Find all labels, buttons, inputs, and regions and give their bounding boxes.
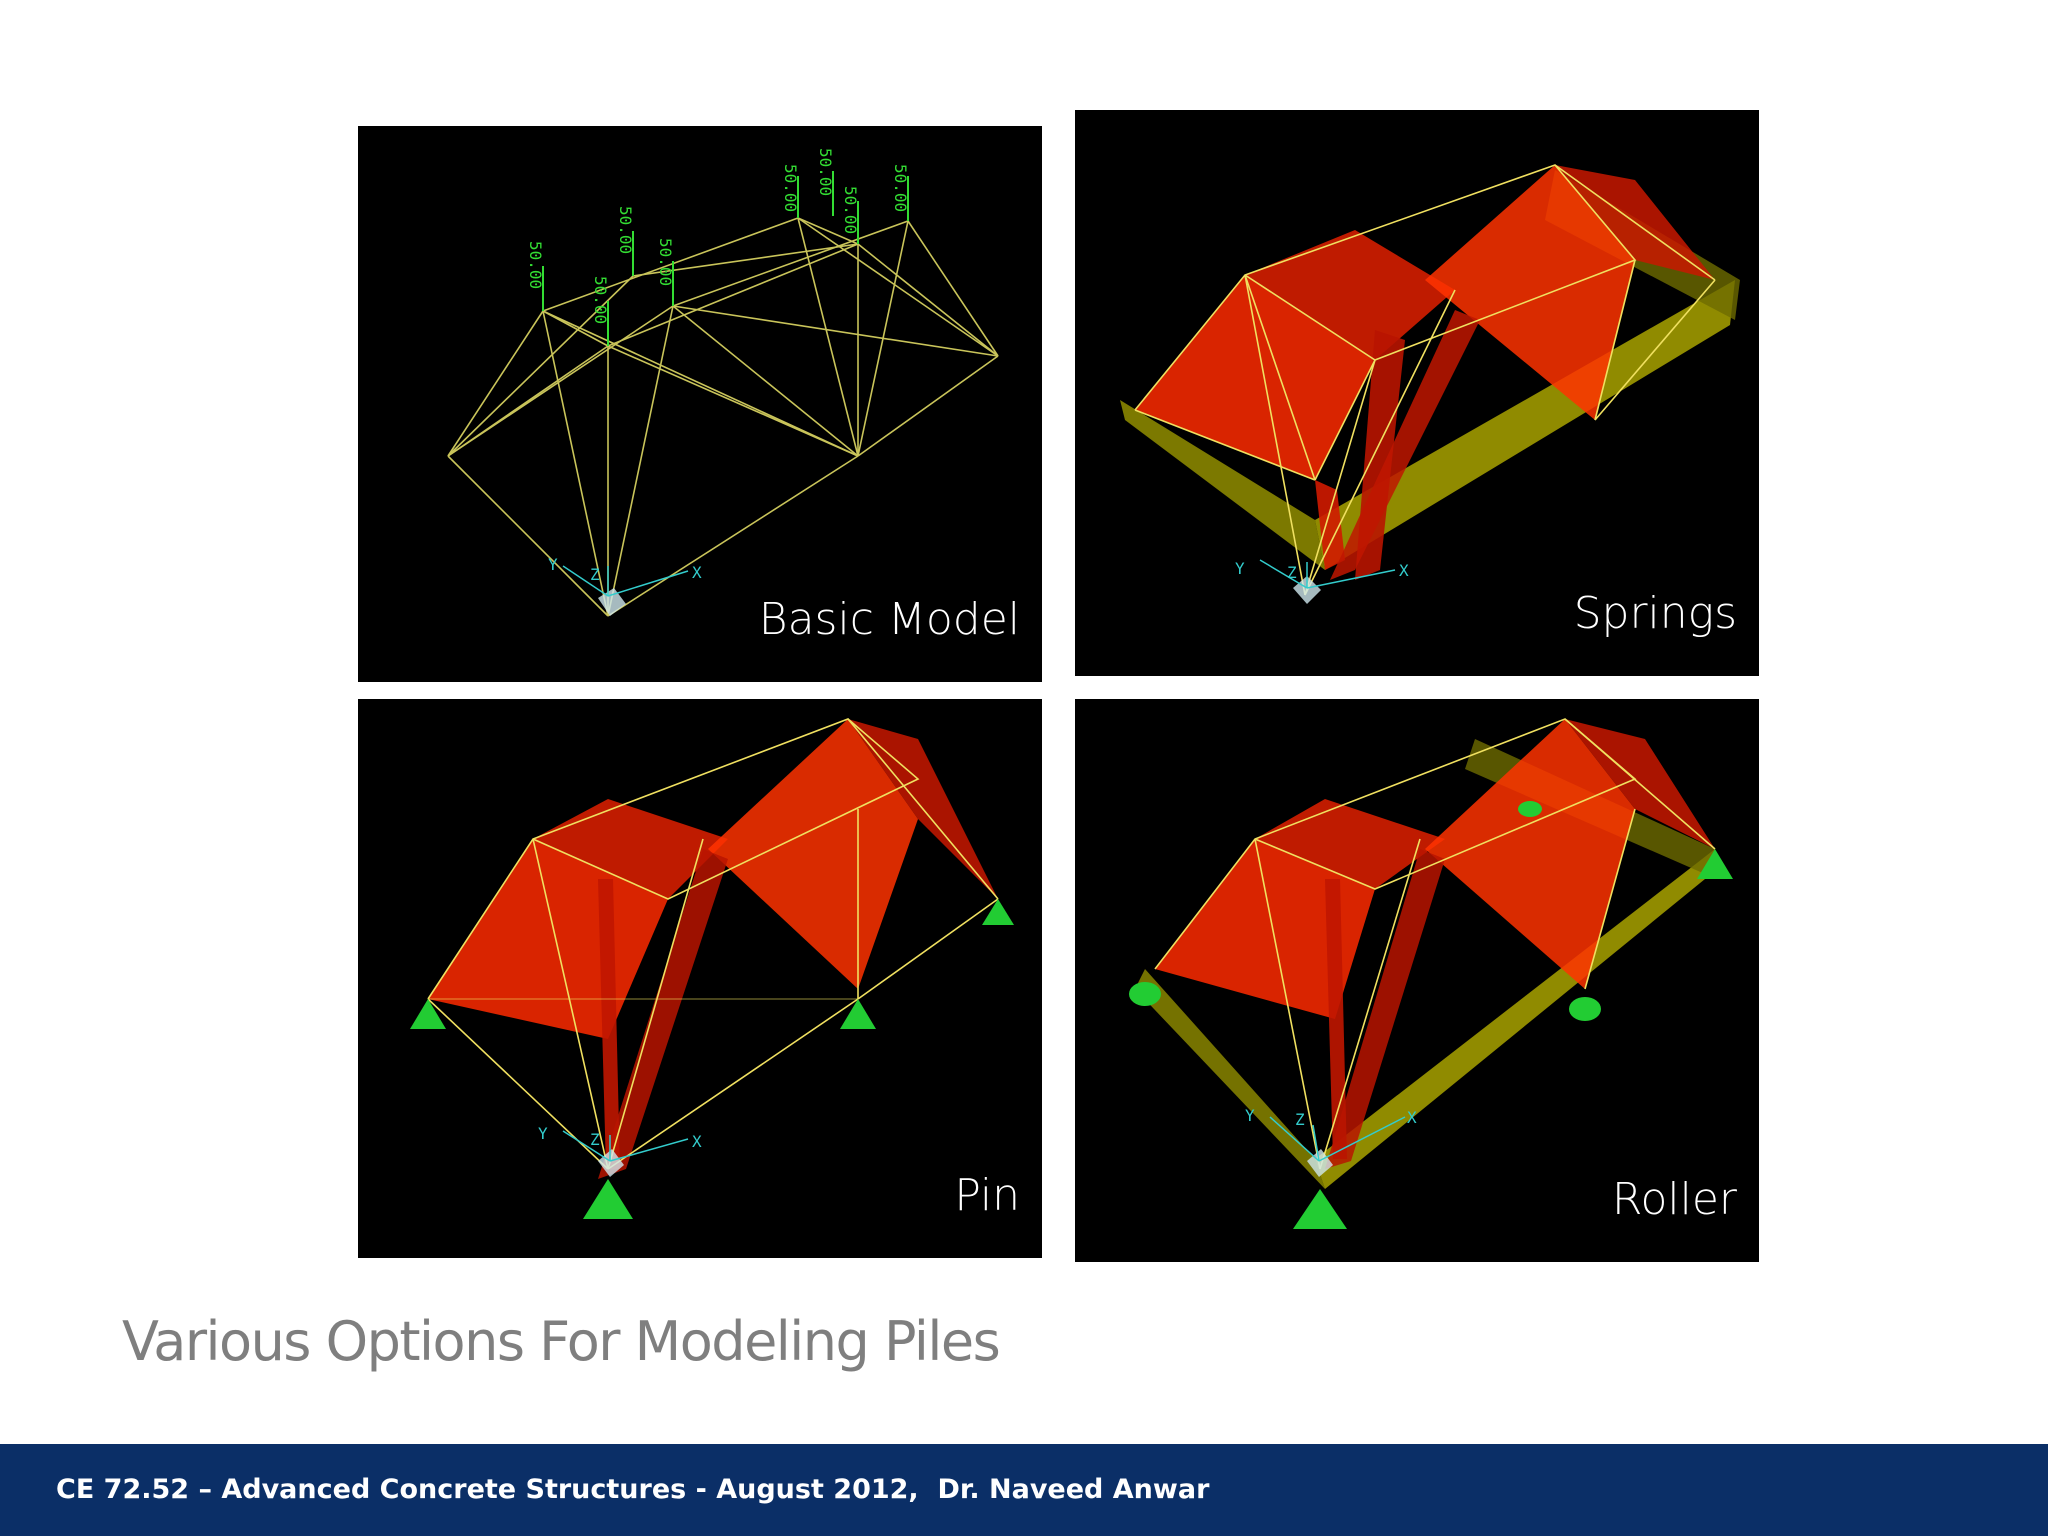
axis-y-label: Y <box>548 555 558 574</box>
truss-members <box>447 217 999 617</box>
pin-support-icon <box>840 999 876 1029</box>
basic-model-drawing: 50.00 50.00 50.00 50.00 50.00 50.00 50.0… <box>447 148 999 617</box>
panel-label-pin: Pin <box>954 1170 1020 1221</box>
axis-y-label: Y <box>1235 559 1245 578</box>
force-diagrams <box>428 719 998 1179</box>
panel-roller: Y Z X Roller <box>1075 699 1759 1262</box>
panel-basic-model: 50.00 50.00 50.00 50.00 50.00 50.00 50.0… <box>358 126 1042 682</box>
pin-support-icon <box>583 1179 633 1219</box>
axis-x-label: X <box>692 1132 702 1151</box>
truss-members <box>427 718 999 1170</box>
roller-support-icon <box>1129 982 1161 1006</box>
roller-support-icon <box>1293 1189 1347 1229</box>
load-arrows <box>542 171 909 346</box>
axis-triad: Y Z X <box>538 1124 702 1177</box>
axis-x-label: X <box>692 563 702 582</box>
roller-support-icon <box>1569 997 1601 1021</box>
axis-y-label: Y <box>538 1124 548 1143</box>
axis-y-label: Y <box>1245 1106 1255 1125</box>
panel-label-basic-model: Basic Model <box>758 594 1020 645</box>
truss-members <box>1134 164 1716 596</box>
axis-triad: Y Z X <box>1245 1106 1417 1177</box>
load-labels: 50.00 50.00 50.00 50.00 50.00 50.00 50.0… <box>526 148 910 324</box>
pin-support-icon <box>410 999 446 1029</box>
axis-triad: Y Z X <box>548 555 702 616</box>
load-label: 50.00 <box>891 164 910 212</box>
panel-label-springs: Springs <box>1573 588 1737 639</box>
force-diagrams <box>1155 719 1715 1169</box>
axis-x-label: X <box>1407 1108 1417 1127</box>
axis-triad: Y Z X <box>1235 559 1409 604</box>
panel-label-roller: Roller <box>1611 1174 1737 1225</box>
axis-z-label: Z <box>590 1130 600 1149</box>
roller-support-icon <box>1518 801 1542 817</box>
pin-drawing: Y Z X <box>410 718 1014 1219</box>
load-label: 50.00 <box>816 148 835 196</box>
springs-drawing: Y Z X <box>1120 164 1740 604</box>
axis-z-label: Z <box>590 565 600 584</box>
load-label: 50.00 <box>526 241 545 289</box>
axis-z-label: Z <box>1295 1110 1305 1129</box>
roller-support-icon <box>1697 849 1733 879</box>
roller-supports <box>1129 801 1733 1229</box>
load-label: 50.00 <box>656 238 675 286</box>
load-label: 50.00 <box>781 164 800 212</box>
load-label: 50.00 <box>616 206 635 254</box>
truss-members <box>1154 718 1716 1170</box>
footer-bar: CE 72.52 – Advanced Concrete Structures … <box>0 1444 2048 1536</box>
panel-springs: Y Z X Springs <box>1075 110 1759 676</box>
panel-pin: Y Z X Pin <box>358 699 1042 1258</box>
load-label: 50.00 <box>591 276 610 324</box>
slide-title: Various Options For Modeling Piles <box>122 1310 1001 1373</box>
footer-text: CE 72.52 – Advanced Concrete Structures … <box>56 1474 1210 1505</box>
roller-drawing: Y Z X <box>1129 718 1733 1229</box>
pin-support-icon <box>982 899 1014 925</box>
axis-z-label: Z <box>1287 563 1297 582</box>
load-label: 50.00 <box>841 186 860 234</box>
pin-supports <box>410 899 1014 1219</box>
axis-x-label: X <box>1399 561 1409 580</box>
